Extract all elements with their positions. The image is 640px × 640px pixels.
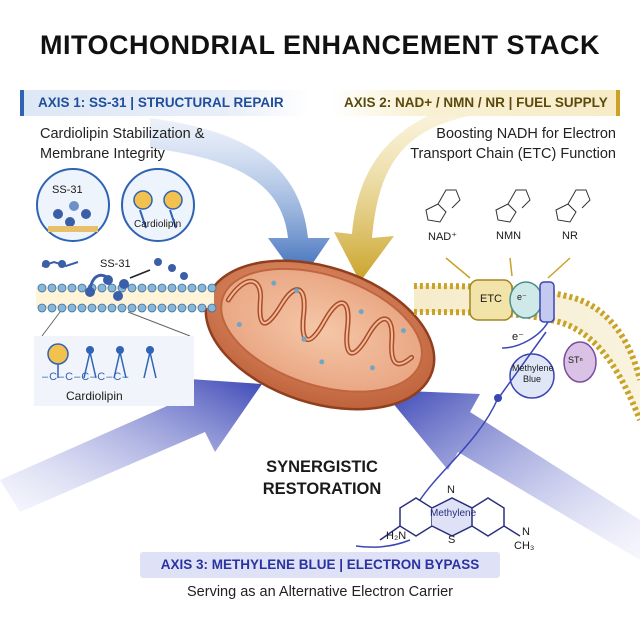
axis2-arrow [334,100,470,282]
cardiolipin-circle-illustration [121,168,195,242]
synergy-line1: SYNERGISTIC [266,458,378,476]
axis1-subtitle-line2: Membrane Integrity [40,146,165,162]
axis2-subtitle: Boosting NADH for Electron Transport Cha… [356,124,616,164]
nad-arrows [445,257,571,279]
cardiolipin-chain-atoms: –C–C–C–C–C– [42,371,130,383]
axis3-arrow-right [382,390,640,560]
cardiolipin-circle-label: Cardiolipin [134,219,182,230]
etc-membrane [413,279,640,501]
axis2-banner: AXIS 2: NAD+ / NMN / NR | FUEL SUPPLY [330,90,620,116]
axis1-subtitle: Cardiolipin Stabilization & Membrane Int… [40,124,300,164]
axis2-subtitle-line2: Transport Chain (ETC) Function [410,146,616,162]
ss31-circle-illustration [36,168,110,242]
electron-bubble-label: e⁻ [517,292,527,302]
mb-methyl: CH₃ [514,540,535,552]
axis3-subtitle: Serving as an Alternative Electron Carri… [187,584,453,600]
mb-group-left: H₂N [386,530,407,542]
ss31-membrane-label: SS-31 [100,258,131,270]
nmn-label: NMN [496,230,522,242]
synergy-label: SYNERGISTIC RESTORATION [212,456,432,500]
etc-label: ETC [480,293,502,305]
axis1-subtitle-line1: Cardiolipin Stabilization & [40,126,205,142]
mb-carrier-label-line1: Methylene [512,363,554,373]
axis1-banner: AXIS 1: SS-31 | STRUCTURAL REPAIR [20,90,310,116]
axis3-arrow-left [0,378,262,512]
complex-label: STⁿ [568,355,583,365]
electron-label: e⁻ [512,331,524,343]
ss31-circle-label: SS-31 [52,184,83,196]
ss31-membrane [36,258,217,337]
mb-carrier-label: Methylene Blue [512,363,554,385]
nad-molecules [425,189,591,223]
axis3-banner: AXIS 3: METHYLENE BLUE | ELECTRON BYPASS [140,552,500,578]
mb-group-right: N [522,526,530,538]
mb-atom-n: N [447,484,455,496]
nad-label: NAD⁺ [428,231,458,243]
page-title: MITOCHONDRIAL ENHANCEMENT STACK [40,30,600,60]
cardiolipin-chain-illustration [34,336,194,406]
axis2-subtitle-line1: Boosting NADH for Electron [436,126,616,142]
synergy-line2: RESTORATION [262,480,382,498]
mb-carrier-label-line2: Blue [522,374,541,384]
methylene-blue-structure [355,497,521,548]
nr-label: NR [562,230,578,242]
mb-atom-s: S [448,534,456,546]
mitochondrion [204,259,436,411]
mb-structure-label: Methylene [430,508,477,519]
cardiolipin-chain-label: Cardiolipin [66,389,123,403]
axis1-arrow [150,118,330,282]
